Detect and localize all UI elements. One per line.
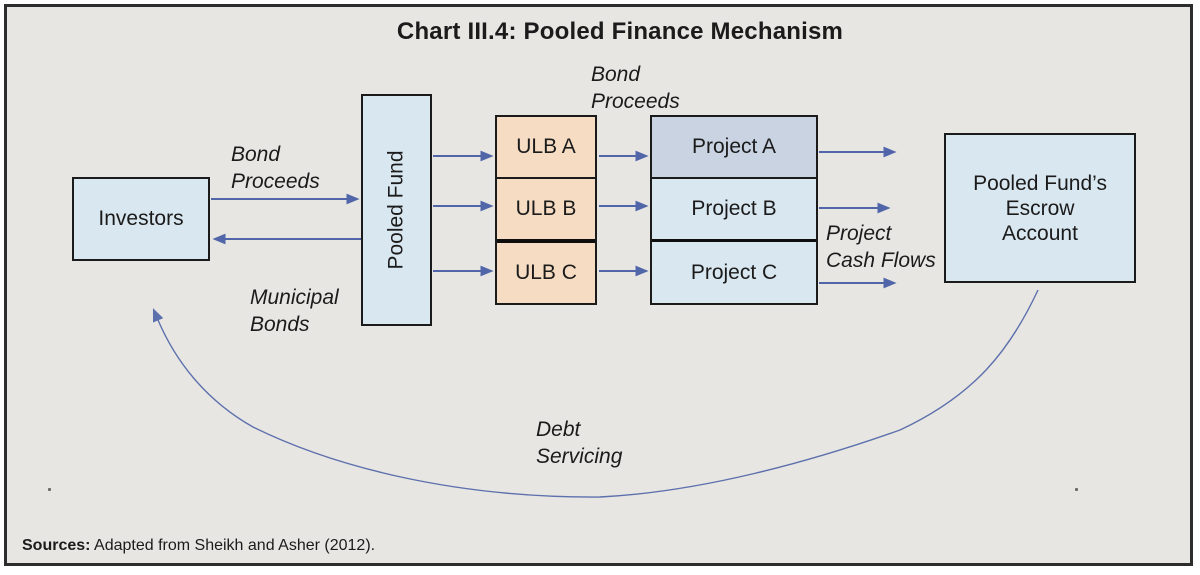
label-debt-servicing: Debt Servicing (536, 418, 623, 468)
investors-label: Investors (98, 207, 184, 230)
node-investors: Investors (72, 177, 210, 261)
node-pooled-fund: Pooled Fund (361, 94, 432, 326)
node-project-c: Project C (652, 239, 816, 303)
node-escrow-account: Pooled Fund’s Escrow Account (944, 133, 1136, 283)
escrow-label-line: Escrow (1005, 196, 1075, 220)
label-project-cash-flows: Project Cash Flows (826, 222, 936, 272)
source-note: Sources: Adapted from Sheikh and Asher (… (22, 537, 375, 555)
pooled-fund-label: Pooled Fund (384, 150, 408, 270)
label-bond-proceeds-left: Bond Proceeds (231, 143, 320, 193)
stray-dot-left (48, 488, 51, 491)
stray-dot-right (1075, 488, 1078, 491)
source-note-text: Adapted from Sheikh and Asher (2012). (90, 537, 376, 554)
label-bond-proceeds-top: Bond Proceeds (591, 63, 680, 113)
node-ulb-a: ULB A (516, 135, 576, 158)
project-stack: Project A Project B Project C (650, 115, 818, 305)
escrow-label-line: Pooled Fund’s (973, 171, 1107, 195)
chart-title: Chart III.4: Pooled Finance Mechanism (396, 18, 844, 45)
node-ulb-c: ULB C (497, 239, 595, 303)
ulb-stack: ULB A ULB B ULB C (495, 115, 597, 305)
label-municipal-bonds: Municipal Bonds (250, 286, 339, 336)
node-ulb-b: ULB B (497, 177, 595, 239)
node-project-a: Project A (652, 117, 816, 177)
source-note-prefix: Sources: (22, 537, 91, 554)
escrow-label-line: Account (1002, 221, 1078, 245)
node-project-b: Project B (652, 177, 816, 239)
